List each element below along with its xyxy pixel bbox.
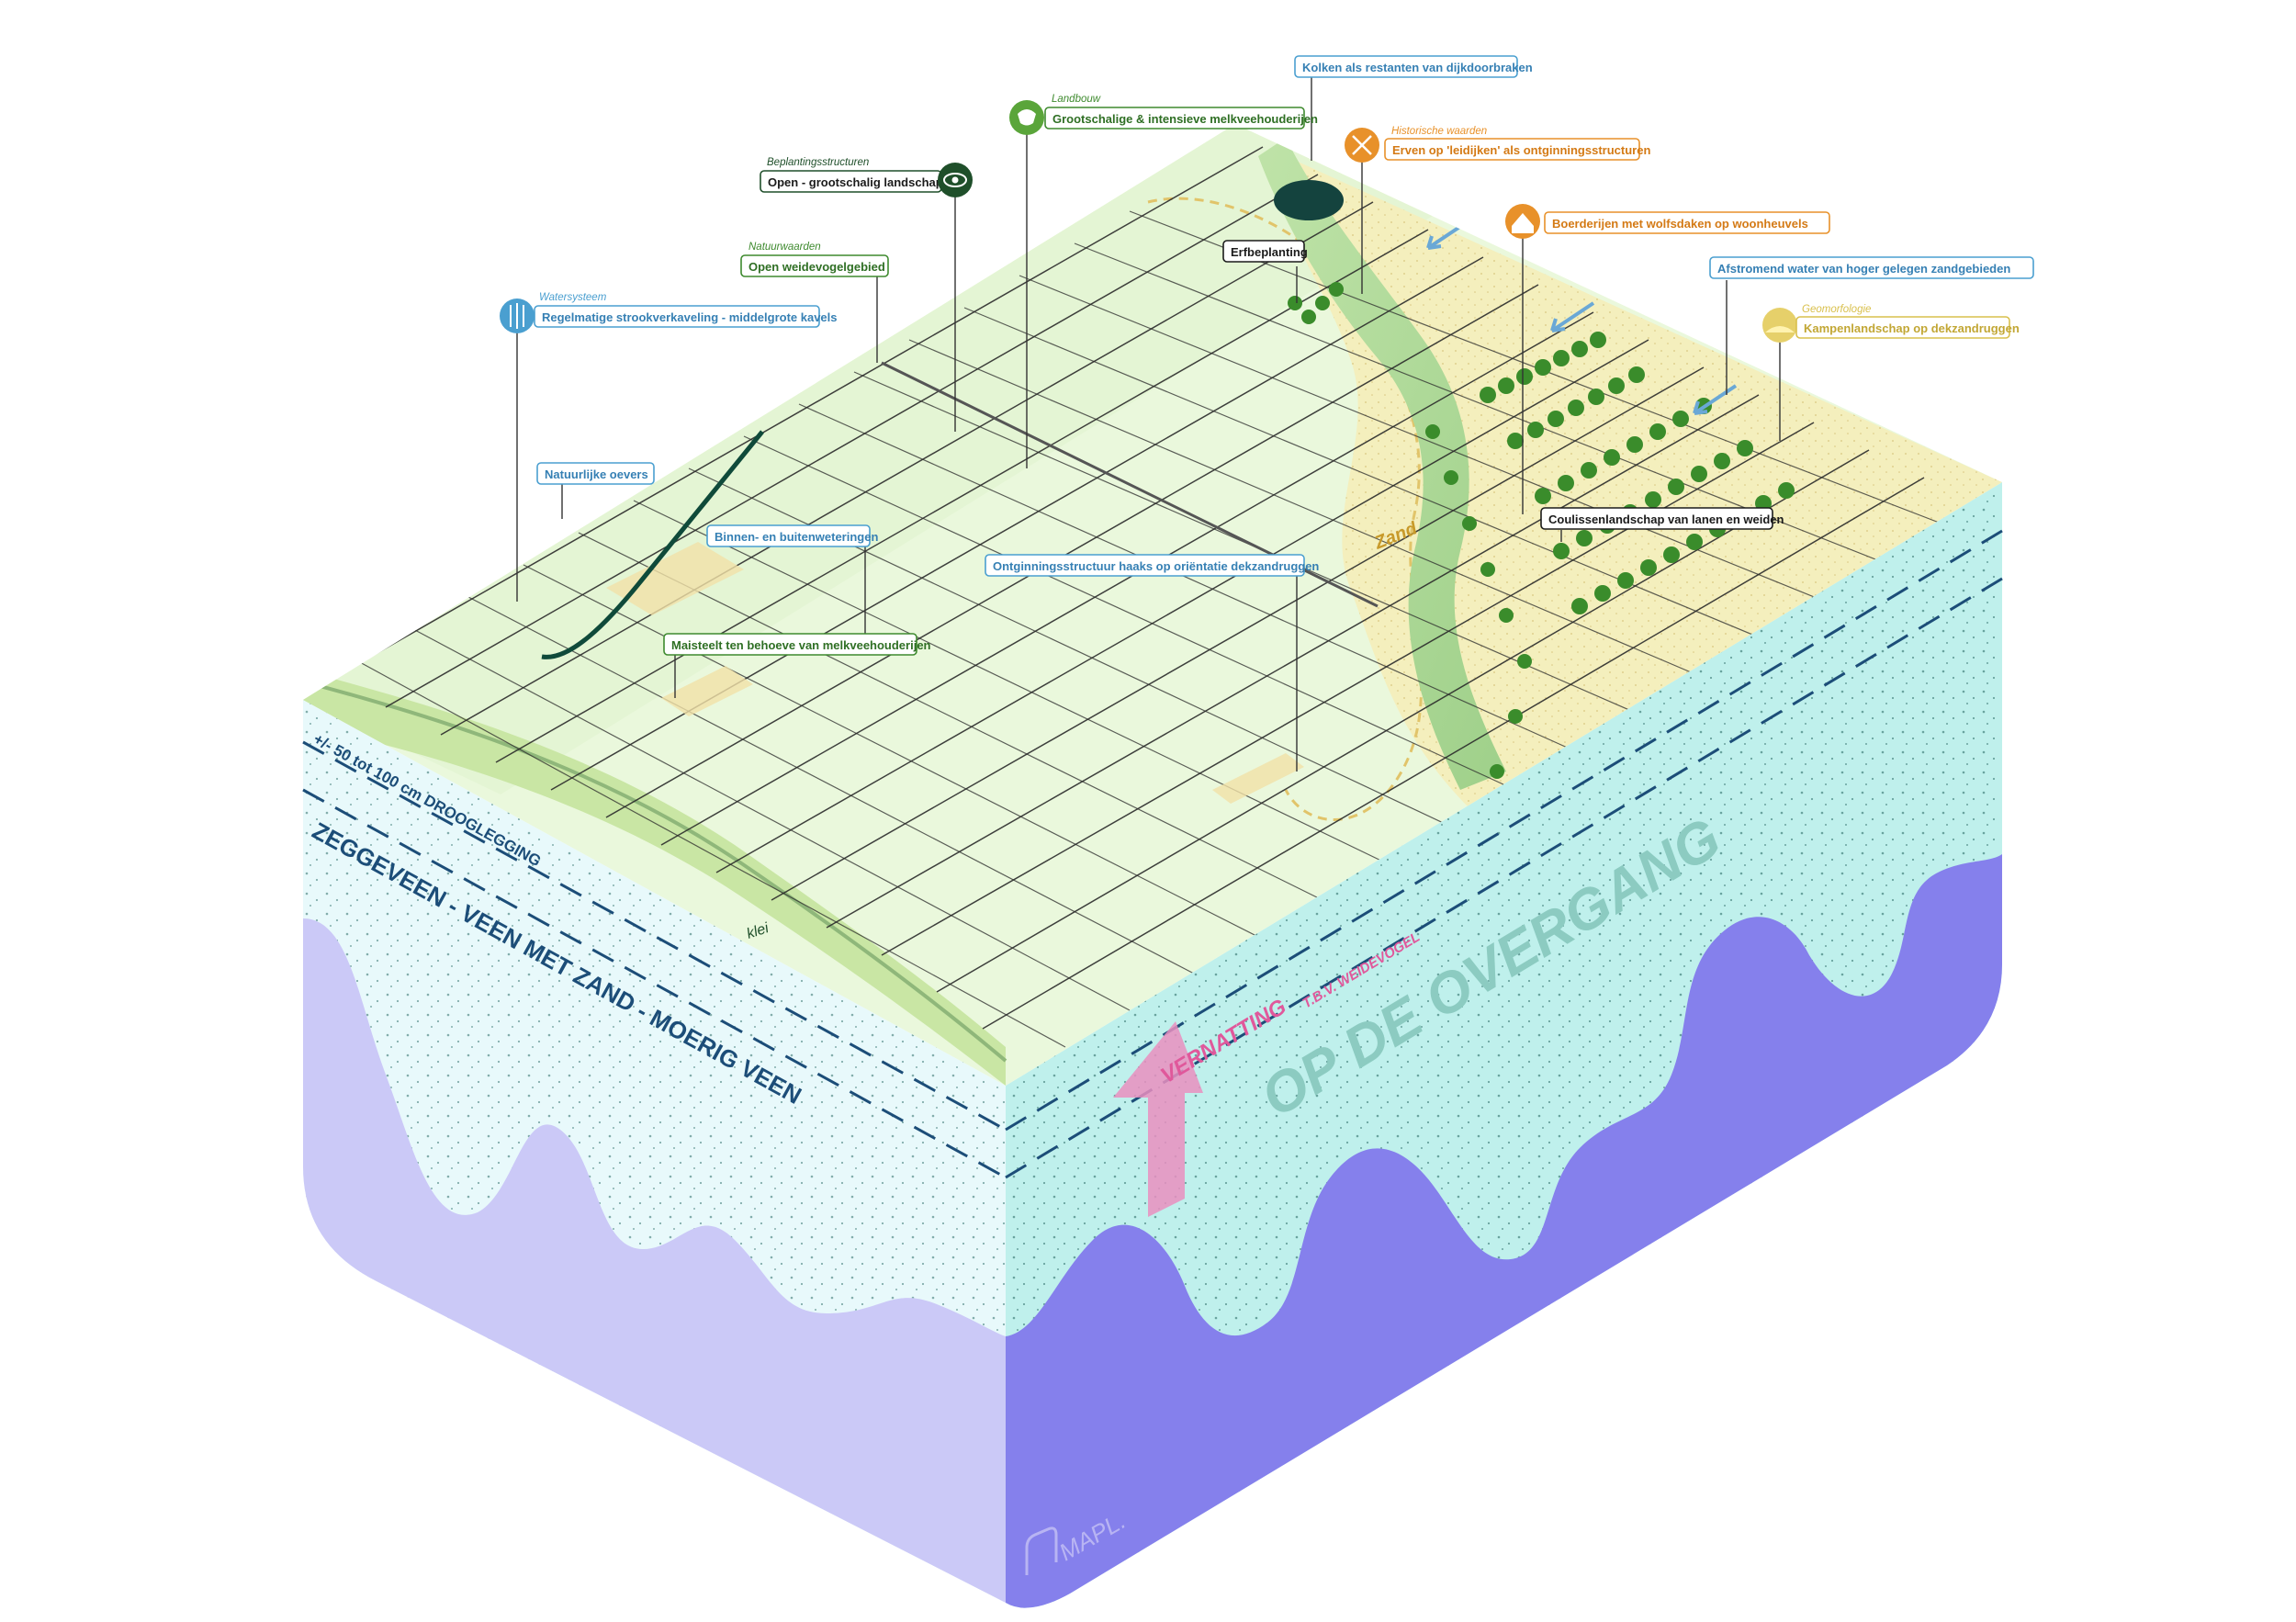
kolk-pond bbox=[1274, 180, 1344, 220]
boerderijen-label: Boerderijen met wolfsdaken op woonheuvel… bbox=[1552, 217, 1808, 231]
watersysteem-label: Regelmatige strookverkaveling - middelgr… bbox=[542, 310, 838, 324]
landbouw-label: Grootschalige & intensieve melkveehouder… bbox=[1052, 112, 1318, 126]
coulissen-label: Coulissenlandschap van lanen en weiden bbox=[1548, 513, 1784, 526]
peat-layer-front bbox=[1006, 854, 2002, 1608]
river-channel bbox=[1258, 138, 1506, 790]
block-front-face bbox=[1006, 482, 2002, 1608]
landbouw-category: Landbouw bbox=[1052, 94, 1101, 105]
label-natuurlijke-oevers: Natuurlijke oevers bbox=[536, 462, 655, 485]
beplanting-label: Open - grootschalig landschap bbox=[768, 175, 943, 189]
klei-label: klei bbox=[745, 920, 771, 942]
block-left-face bbox=[303, 700, 1006, 1603]
historisch-label: Erven op 'leidijken' als ontginningsstru… bbox=[1392, 143, 1650, 157]
label-maisteelt: Maisteelt ten behoeve van melkveehouderi… bbox=[663, 633, 931, 656]
historisch-category: Historische waarden bbox=[1391, 126, 1487, 137]
natuurlijke-oevers-label: Natuurlijke oevers bbox=[545, 467, 648, 481]
clay-dike bbox=[303, 670, 1006, 1086]
label-historisch: Historische waarden Erven op 'leidijken'… bbox=[1345, 126, 1650, 163]
binnen-buiten-label: Binnen- en buitenweteringen bbox=[715, 530, 878, 544]
leader-lines bbox=[516, 77, 1781, 772]
label-ontginning: Ontginningsstructuur haaks op oriëntatie… bbox=[985, 554, 1319, 577]
label-kolken: Kolken als restanten van dijkdoorbraken bbox=[1294, 55, 1533, 78]
natural-bank-water bbox=[541, 430, 764, 659]
kolken-label: Kolken als restanten van dijkdoorbraken bbox=[1302, 61, 1533, 74]
label-afstromend: Afstromend water van hoger gelegen zandg… bbox=[1709, 256, 2034, 279]
top-surface bbox=[303, 124, 2002, 1086]
erfbeplanting-label: Erfbeplanting bbox=[1231, 245, 1308, 259]
geomorfologie-category: Geomorfologie bbox=[1802, 304, 1871, 315]
label-watersysteem: Watersysteem Regelmatige strookverkaveli… bbox=[500, 292, 838, 333]
vernatting-arrow bbox=[1113, 1021, 1203, 1217]
label-geomorfologie: Geomorfologie Kampenlandschap op dekzand… bbox=[1762, 304, 2020, 343]
peat-layer-left bbox=[303, 918, 1006, 1603]
label-coulissen: Coulissenlandschap van lanen en weiden bbox=[1540, 507, 1784, 530]
afstromend-label: Afstromend water van hoger gelegen zandg… bbox=[1717, 262, 2010, 276]
label-binnen-buiten: Binnen- en buitenweteringen bbox=[706, 524, 878, 547]
ontginning-label: Ontginningsstructuur haaks op oriëntatie… bbox=[993, 559, 1319, 573]
natuurwaarden-label: Open weidevogelgebied bbox=[748, 260, 885, 274]
geomorfologie-label: Kampenlandschap op dekzandruggen bbox=[1804, 321, 2020, 335]
natuurwaarden-category: Natuurwaarden bbox=[748, 242, 821, 253]
beplanting-category: Beplantingsstructuren bbox=[767, 157, 869, 168]
sun-hill-icon bbox=[1762, 308, 1797, 343]
label-erfbeplanting: Erfbeplanting bbox=[1222, 240, 1308, 263]
watersysteem-category: Watersysteem bbox=[539, 292, 607, 303]
label-landbouw: Landbouw Grootschalige & intensieve melk… bbox=[1009, 94, 1318, 135]
label-beplanting: Beplantingsstructuren Open - grootschali… bbox=[760, 157, 973, 197]
maisteelt-label: Maisteelt ten behoeve van melkveehouderi… bbox=[671, 638, 931, 652]
label-boerderijen: Boerderijen met wolfsdaken op woonheuvel… bbox=[1505, 204, 1830, 239]
flow-arrows bbox=[1426, 219, 1738, 415]
label-natuurwaarden: Natuurwaarden Open weidevogelgebied bbox=[740, 242, 889, 277]
